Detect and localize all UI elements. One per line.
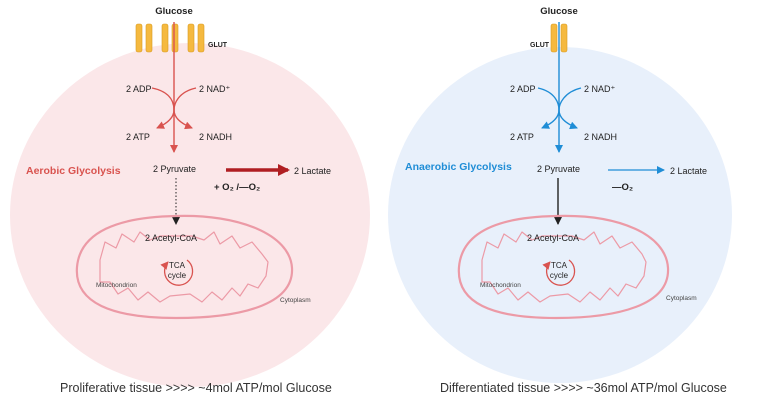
left-mitochondrion-label: Mitochondrion	[96, 282, 137, 289]
right-glucose-label: Glucose	[540, 6, 578, 17]
left-cytoplasm-label: Cytoplasm	[280, 297, 311, 304]
left-oxygen-label: + O₂ /—O₂	[214, 182, 260, 193]
left-mitochondrion	[75, 214, 294, 320]
right-nadh-curve	[558, 87, 582, 130]
left-tca-label-line1: TCA	[169, 261, 186, 270]
left-tca-cycle-icon	[160, 259, 194, 286]
right-tca-label-line1: TCA	[551, 261, 568, 270]
right-mitochondrion	[457, 214, 670, 320]
left-tca-label-line2: cycle	[168, 271, 187, 280]
left-caption: Proliferative tissue >>>> ~4mol ATP/mol …	[60, 381, 332, 395]
right-caption: Differentiated tissue >>>> ~36mol ATP/mo…	[440, 381, 727, 395]
left-acetyl-coa-label: 2 Acetyl-CoA	[145, 233, 197, 243]
left-adp-label: 2 ADP	[126, 84, 152, 94]
left-panel: Glucose GLUT 2 ADP 2 NAD⁺ 2 ATP 2 NADH A…	[10, 6, 370, 387]
left-nadh-label: 2 NADH	[199, 132, 232, 142]
left-pyruvate-label: 2 Pyruvate	[153, 164, 196, 174]
right-nad-label: 2 NAD⁺	[584, 84, 616, 94]
left-atp-label: 2 ATP	[126, 132, 150, 142]
right-pyruvate-label: 2 Pyruvate	[537, 164, 580, 174]
right-atp-label: 2 ATP	[510, 132, 534, 142]
right-acetyl-coa-label: 2 Acetyl-CoA	[527, 233, 579, 243]
right-oxygen-label: —O₂	[612, 182, 633, 193]
left-nad-label: 2 NAD⁺	[199, 84, 231, 94]
right-glut-transporter	[550, 23, 568, 53]
left-lactate-label: 2 Lactate	[294, 166, 331, 176]
right-cytoplasm-label: Cytoplasm	[666, 295, 697, 302]
right-process-title: Anaerobic Glycolysis	[405, 161, 512, 173]
right-mitochondrion-label: Mitochondrion	[480, 282, 521, 289]
right-glut-label: GLUT	[530, 42, 550, 49]
left-glucose-label: Glucose	[155, 6, 193, 17]
right-panel: Glucose GLUT 2 ADP 2 NAD⁺ 2 ATP 2 NADH A…	[388, 6, 732, 383]
left-nadh-curve	[173, 87, 197, 130]
right-tca-label-line2: cycle	[550, 271, 569, 280]
right-lactate-label: 2 Lactate	[670, 166, 707, 176]
right-nadh-label: 2 NADH	[584, 132, 617, 142]
right-tca-cycle-icon	[542, 259, 576, 286]
right-adp-label: 2 ADP	[510, 84, 536, 94]
left-glut-label: GLUT	[208, 42, 228, 49]
left-process-title: Aerobic Glycolysis	[26, 165, 121, 177]
